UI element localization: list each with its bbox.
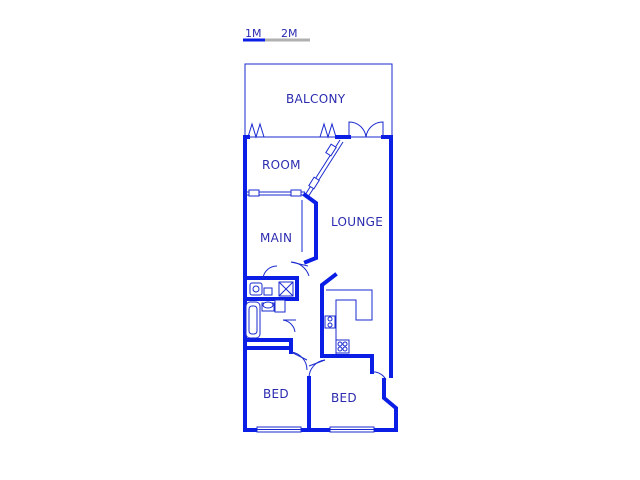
bathroom xyxy=(243,265,299,342)
label-bed-left: BED xyxy=(263,387,289,401)
label-room: ROOM xyxy=(262,158,301,172)
main-door xyxy=(290,261,310,277)
kitchen xyxy=(324,289,373,354)
bedroom-doors xyxy=(243,346,387,432)
label-main: MAIN xyxy=(260,231,292,245)
bottom-windows xyxy=(256,426,375,433)
label-balcony: BALCONY xyxy=(286,92,346,106)
angled-window xyxy=(304,139,344,198)
scale-label-2m: 2M xyxy=(281,27,298,40)
balcony-outline xyxy=(244,63,393,138)
passage-walls xyxy=(289,272,374,374)
room-labels: BALCONY ROOM LOUNGE MAIN BED BED xyxy=(260,92,383,405)
scale-label-1m: 1M xyxy=(245,27,262,40)
main-bedroom-wall xyxy=(301,192,318,265)
label-lounge: LOUNGE xyxy=(331,215,383,229)
room-main-divider xyxy=(245,189,305,197)
lounge-french-doors xyxy=(348,121,384,138)
scale-bar: 1M 2M xyxy=(243,27,310,42)
sliding-door-marks xyxy=(247,122,337,139)
label-bed-right: BED xyxy=(331,391,357,405)
